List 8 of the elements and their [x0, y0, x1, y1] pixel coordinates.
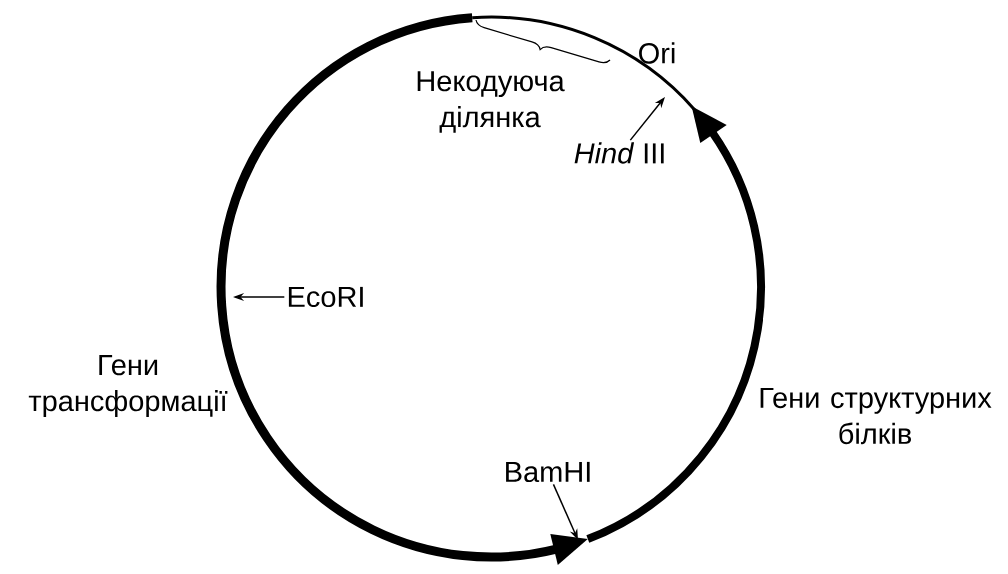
region-label: Гени трансформації: [28, 355, 228, 417]
region-label: Ori: [639, 42, 675, 64]
region-label: Гени структурних білків: [760, 387, 992, 445]
site-label: Hind III: [574, 142, 664, 164]
site-label: EcoRI: [288, 286, 363, 308]
leader-arrow: [629, 97, 665, 141]
region-label: Некодуюча ділянка: [417, 71, 565, 133]
site-label: BamHI: [506, 461, 590, 483]
